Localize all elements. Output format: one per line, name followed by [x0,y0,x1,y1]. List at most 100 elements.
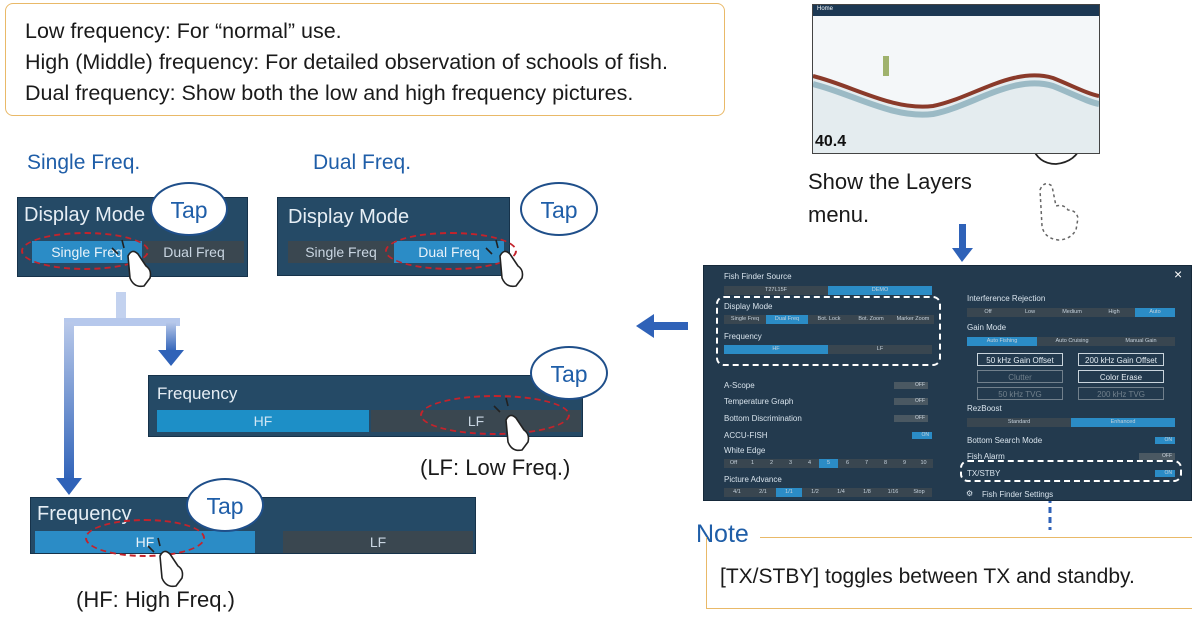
pa-option[interactable]: 2/1 [750,488,776,497]
freq-option[interactable]: LF [828,345,932,354]
we-option[interactable]: 10 [914,459,933,468]
layers-line: Show the Layers [808,169,972,194]
echogram [813,56,1099,153]
hand-icon [499,250,524,288]
tvg-200k-button[interactable]: 200 kHz TVG [1078,387,1164,400]
arrow-branch [64,322,74,482]
source-option[interactable]: DEMO [828,286,932,295]
highlight-oval [85,519,205,557]
tap-bubble: Tap [520,182,598,236]
freq-option[interactable]: HF [724,345,828,354]
arrow-stem [652,322,688,330]
accu-fish-toggle[interactable]: ON [912,432,932,439]
settings-gear-icon[interactable]: ⚙ [966,489,974,498]
single-freq-option[interactable]: Single Freq [288,241,394,263]
we-option[interactable]: 6 [838,459,857,468]
ir-option[interactable]: Low [1009,308,1051,317]
ascope-label: A-Scope [724,381,755,390]
txstby-toggle[interactable]: ON [1155,470,1175,477]
dual-freq-option[interactable]: Dual Freq [144,241,244,263]
source-option[interactable]: T27L15F [724,286,828,295]
hand-icon [127,250,152,288]
ir-option[interactable]: Off [967,308,1009,317]
rb-option[interactable]: Enhanced [1071,418,1175,427]
we-option[interactable]: 2 [762,459,781,468]
temp-graph-toggle[interactable]: OFF [894,398,928,405]
picture-advance-label: Picture Advance [724,475,782,484]
fish-finder-settings-link[interactable]: Fish Finder Settings [982,490,1054,499]
display-mode-title: Display Mode [24,204,146,226]
frequency-title: Frequency [157,384,238,403]
we-option[interactable]: 3 [781,459,800,468]
ir-option[interactable]: High [1093,308,1135,317]
pa-option[interactable]: Stop [906,488,932,497]
display-mode-title: Display Mode [288,206,410,228]
color-erase-button[interactable]: Color Erase [1078,370,1164,383]
bottom-search-toggle[interactable]: ON [1155,437,1175,444]
display-mode-label: Display Mode [724,302,773,311]
intro-line-dual: Dual frequency: Show both the low and hi… [25,81,634,105]
note-title: Note [696,520,749,548]
layers-line: menu. [808,202,870,227]
arrow-head [158,350,184,366]
depth-readout: 40.4 [815,133,847,150]
temp-graph-label: Temperature Graph [724,397,794,406]
gain-offset-200k-button[interactable]: 200 kHz Gain Offset [1078,353,1164,366]
source-title: Fish Finder Source [724,272,792,281]
highlight-frame [716,296,941,366]
lf-option[interactable]: LF [283,531,473,553]
dm-option[interactable]: Single Freq [724,315,766,324]
rb-option[interactable]: Standard [967,418,1071,427]
we-option[interactable]: 7 [857,459,876,468]
we-option[interactable]: 9 [895,459,914,468]
arrow-stem [959,224,966,250]
note-box [706,537,1192,609]
we-option[interactable]: 5 [819,459,838,468]
gm-option[interactable]: Auto Fishing [967,337,1037,346]
fish-alarm-toggle[interactable]: OFF [1139,453,1175,460]
pa-option[interactable]: 1/1 [776,488,802,497]
layers-menu: Fish Finder Source T27L15F DEMO × Displa… [703,265,1192,501]
gain-offset-50k-button[interactable]: 50 kHz Gain Offset [977,353,1063,366]
frequency-title: Frequency [37,503,132,525]
intro-line-low: Low frequency: For “normal” use. [25,19,342,43]
ir-option[interactable]: Medium [1051,308,1093,317]
we-option[interactable]: 1 [743,459,762,468]
dm-option[interactable]: Dual Freq [766,315,808,324]
tap-bubble: Tap [186,478,264,532]
home-button[interactable]: Home [817,6,834,12]
we-option[interactable]: 4 [800,459,819,468]
ir-option[interactable]: Auto [1135,308,1175,317]
dm-option[interactable]: Bot. Zoom [850,315,892,324]
dm-option[interactable]: Marker Zoom [892,315,934,324]
we-option[interactable]: 8 [876,459,895,468]
lf-caption: (LF: Low Freq.) [420,455,571,480]
arrow-branch [166,322,176,352]
pa-option[interactable]: 1/16 [880,488,906,497]
pa-option[interactable]: 1/4 [828,488,854,497]
ascope-toggle[interactable]: OFF [894,382,928,389]
close-icon[interactable]: × [1174,266,1183,282]
bottom-disc-toggle[interactable]: OFF [894,415,928,422]
frequency-label: Frequency [724,332,762,341]
we-option[interactable]: Off [724,459,743,468]
pa-option[interactable]: 1/2 [802,488,828,497]
gm-option[interactable]: Manual Gain [1107,337,1175,346]
arrow-head [636,314,654,338]
highlight-oval [21,232,149,270]
hf-option[interactable]: HF [157,410,369,432]
gm-option[interactable]: Auto Cruising [1037,337,1107,346]
hand-icon [505,414,530,452]
highlight-oval [385,232,517,270]
tap-marks-icon [111,239,509,553]
bottom-search-label: Bottom Search Mode [967,436,1043,445]
tvg-50k-button[interactable]: 50 kHz TVG [977,387,1063,400]
rezboost-label: RezBoost [967,404,1002,413]
intro-box: Low frequency: For “normal” use. High (M… [5,3,725,116]
highlight-oval [420,395,570,435]
pa-option[interactable]: 1/8 [854,488,880,497]
clutter-button[interactable]: Clutter [977,370,1063,383]
dm-option[interactable]: Bot. Lock [808,315,850,324]
tap-bubble: Tap [150,182,228,236]
pa-option[interactable]: 4/1 [724,488,750,497]
